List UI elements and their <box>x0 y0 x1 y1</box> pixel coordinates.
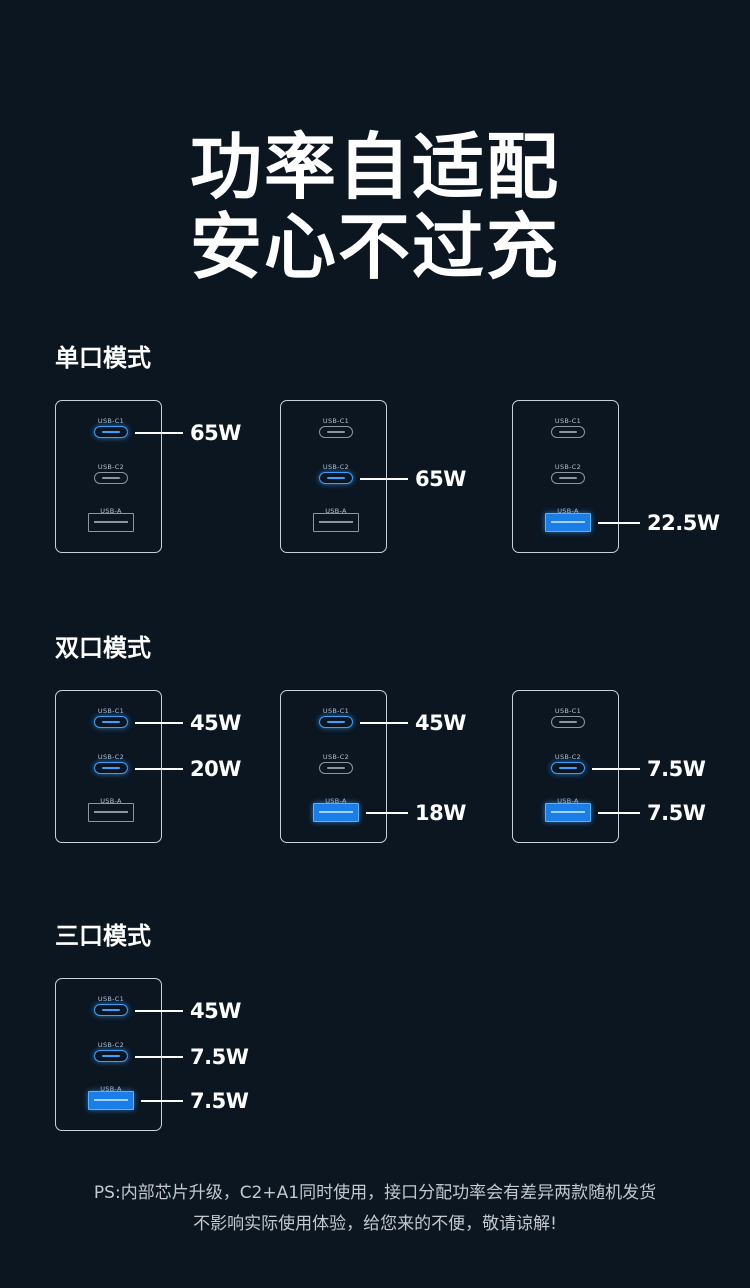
usb-c-port-icon <box>551 426 585 438</box>
usb-c-port-icon <box>94 762 128 774</box>
wattage-label-a: 18W <box>415 801 466 825</box>
port-label-c2: USB-C2 <box>97 463 125 471</box>
usb-a-port-icon <box>88 513 134 532</box>
leader-line <box>359 477 408 480</box>
wattage-label-c2: 20W <box>190 756 241 781</box>
section-title: 双口模式 <box>55 634 151 662</box>
usb-c-port-icon <box>94 472 128 484</box>
port-label-c1: USB-C1 <box>554 707 582 715</box>
port-label-a: USB-A <box>100 507 122 515</box>
port-label-c2: USB-C2 <box>322 463 350 471</box>
usb-a-port-icon <box>545 803 591 822</box>
usb-c-port-icon <box>94 426 128 438</box>
usb-c-port-icon <box>319 426 353 438</box>
headline-line-2: 安心不过充 <box>189 205 560 289</box>
port-label-c2: USB-C2 <box>97 753 125 761</box>
wattage-label-c2: 7.5W <box>647 756 706 781</box>
leader-line <box>597 522 640 524</box>
usb-c-port-icon <box>551 472 585 484</box>
port-label-c1: USB-C1 <box>97 707 125 715</box>
section-title: 三口模式 <box>55 922 151 950</box>
leader-line <box>597 812 640 814</box>
port-label-c1: USB-C1 <box>322 707 350 715</box>
usb-a-port-icon <box>545 513 591 532</box>
wattage-label-c2: 65W <box>415 466 466 491</box>
port-label-a: USB-A <box>325 507 347 515</box>
leader-line <box>140 1100 183 1102</box>
port-label-c1: USB-C1 <box>97 417 125 425</box>
wattage-label-a: 7.5W <box>647 801 706 825</box>
wattage-label-a: 7.5W <box>190 1089 249 1113</box>
headline-line-1: 功率自适配 <box>189 125 560 209</box>
port-label-c2: USB-C2 <box>554 753 582 761</box>
leader-line <box>134 1055 183 1058</box>
wattage-label-c1: 65W <box>190 420 241 445</box>
usb-c-port-icon <box>319 716 353 728</box>
usb-c-port-icon <box>319 762 353 774</box>
port-label-c1: USB-C1 <box>554 417 582 425</box>
port-label-c2: USB-C2 <box>554 463 582 471</box>
usb-a-port-icon <box>313 803 359 822</box>
port-label-a: USB-A <box>100 797 122 805</box>
usb-c-port-icon <box>94 1004 128 1016</box>
wattage-label-a: 22.5W <box>647 511 720 535</box>
usb-a-port-icon <box>88 1091 134 1110</box>
port-label-c1: USB-C1 <box>97 995 125 1003</box>
leader-line <box>365 812 408 814</box>
usb-c-port-icon <box>94 716 128 728</box>
note-line-1: PS:内部芯片升级，C2+A1同时使用，接口分配功率会有差异两款随机发货 <box>93 1183 657 1203</box>
usb-c-port-icon <box>551 762 585 774</box>
usb-a-port-icon <box>313 513 359 532</box>
port-label-a: USB-A <box>557 797 579 805</box>
leader-line <box>134 431 183 434</box>
leader-line <box>359 721 408 724</box>
port-label-c2: USB-C2 <box>322 753 350 761</box>
wattage-label-c1: 45W <box>190 710 241 735</box>
usb-a-port-icon <box>88 803 134 822</box>
leader-line <box>591 767 640 770</box>
port-label-a: USB-A <box>557 507 579 515</box>
note-line-2: 不影响实际使用体验，给您来的不便，敬请谅解! <box>193 1214 557 1234</box>
port-label-c2: USB-C2 <box>97 1041 125 1049</box>
port-label-a: USB-A <box>325 797 347 805</box>
wattage-label-c2: 7.5W <box>190 1044 249 1069</box>
wattage-label-c1: 45W <box>190 998 241 1023</box>
leader-line <box>134 721 183 724</box>
usb-c-port-icon <box>94 1050 128 1062</box>
port-label-c1: USB-C1 <box>322 417 350 425</box>
leader-line <box>134 1009 183 1012</box>
usb-c-port-icon <box>551 716 585 728</box>
usb-c-port-icon <box>319 472 353 484</box>
section-title: 单口模式 <box>55 344 151 372</box>
wattage-label-c1: 45W <box>415 710 466 735</box>
leader-line <box>134 767 183 770</box>
port-label-a: USB-A <box>100 1085 122 1093</box>
